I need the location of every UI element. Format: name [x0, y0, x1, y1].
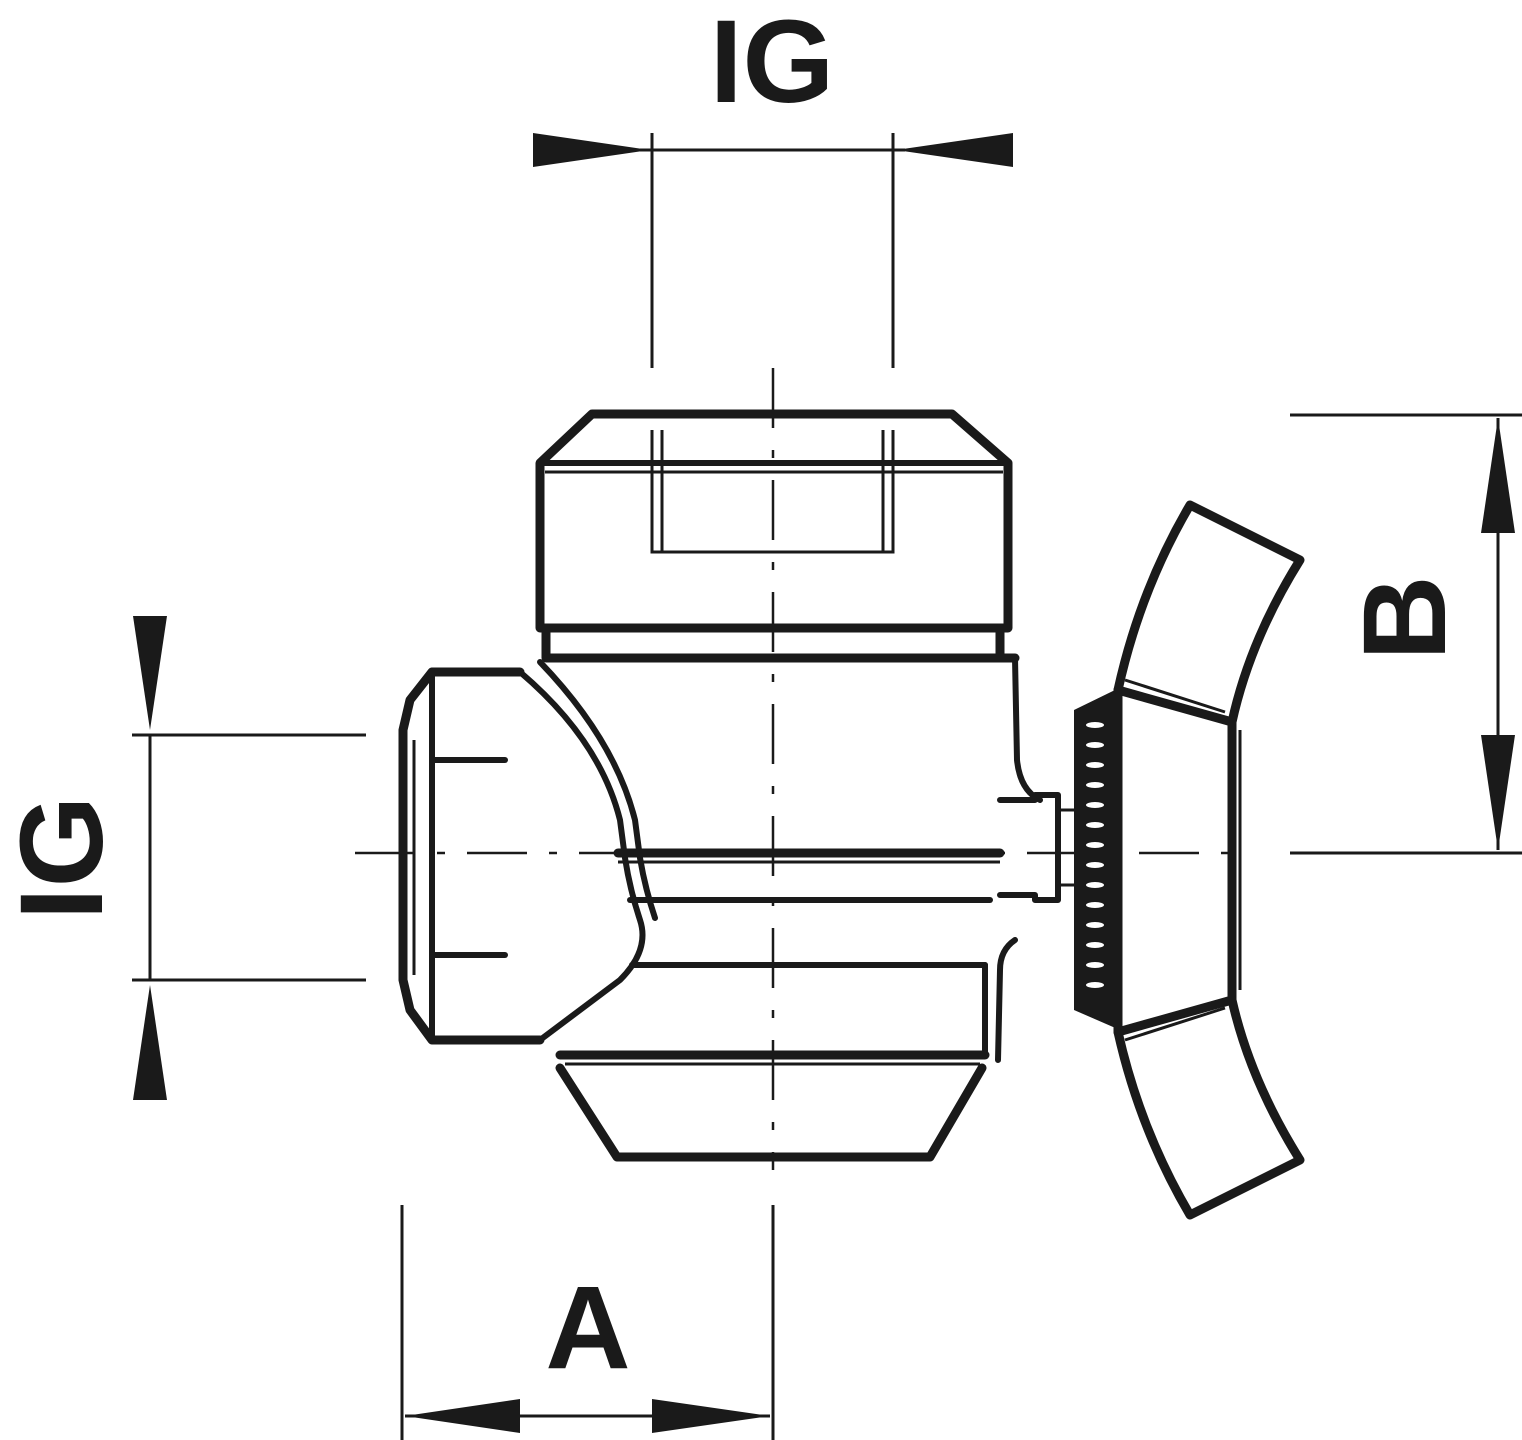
arrow-down-icon: [1481, 735, 1515, 850]
arrow-up-icon: [133, 985, 167, 1100]
arrow-right-icon: [652, 1399, 770, 1433]
valve-body: [517, 653, 1043, 1162]
dimension-left-ig: IG: [0, 616, 366, 1100]
dimension-label-b: B: [1339, 575, 1471, 660]
arrow-left-icon: [896, 133, 1013, 167]
wing-handle: [1074, 500, 1305, 1220]
dimension-bottom-a: A: [400, 1205, 775, 1440]
arrow-down-icon: [133, 616, 167, 730]
left-union-nut: [398, 667, 545, 1045]
arrow-up-icon: [1481, 418, 1515, 533]
dimension-top-ig: IG: [533, 0, 1013, 368]
arrow-right-icon: [533, 133, 650, 167]
arrow-left-icon: [405, 1399, 520, 1433]
dimension-label-a: A: [545, 1262, 630, 1394]
dimension-right-b: B: [1290, 413, 1522, 855]
knurled-collar: [1074, 690, 1120, 1030]
valve-stem: [997, 792, 1075, 903]
dimension-label-top-ig: IG: [710, 0, 835, 128]
dimension-label-left-ig: IG: [0, 796, 128, 921]
